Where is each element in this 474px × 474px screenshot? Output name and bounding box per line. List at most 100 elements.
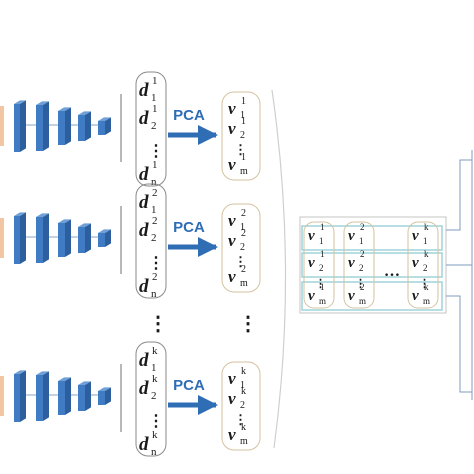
matrix-symbol-v: v — [308, 255, 315, 271]
matrix-superscript: k — [424, 222, 429, 232]
feature-symbol-d: d — [139, 80, 149, 101]
matrix-superscript: k — [424, 249, 429, 259]
pca-label: PCA — [173, 377, 205, 394]
cnn-layer-block-top — [36, 213, 49, 217]
cnn-layer-block-side — [43, 101, 49, 151]
feature-subscript: 2 — [151, 232, 157, 244]
matrix-symbol-v: v — [348, 288, 355, 304]
cnn-layer-block-front — [78, 385, 85, 411]
reduced-symbol-v: v — [228, 425, 236, 444]
concatenated-matrix: v11v12⋮v1mv21v22⋮v2mvk1vk2⋮vkm… — [299, 216, 447, 314]
cnn-layer-block-front — [36, 375, 43, 421]
cnn-layer-block-top — [14, 212, 26, 216]
matrix-horizontal-ellipsis: … — [384, 263, 400, 280]
reduced-subscript: 2 — [240, 242, 245, 253]
reduced-subscript: m — [240, 436, 248, 447]
feature-superscript: 1 — [152, 103, 158, 115]
feature-superscript: 1 — [152, 159, 158, 171]
reduced-vector-bracket — [221, 361, 261, 451]
reduced-subscript: 1 — [240, 380, 245, 391]
cnn-layer-block-top — [36, 371, 49, 375]
matrix-symbol-v: v — [348, 228, 355, 244]
matrix-row-band — [301, 281, 443, 311]
feature-superscript: 2 — [152, 215, 158, 227]
cnn-layer-block — [58, 377, 71, 415]
matrix-superscript: 1 — [320, 282, 325, 292]
cnn-layer-block-side — [65, 377, 71, 415]
cnn-input-image — [0, 218, 4, 258]
cnn-layer-block — [14, 370, 26, 422]
feature-symbol-d: d — [139, 276, 149, 297]
cnn-layer-block-top — [58, 219, 71, 223]
reduced-symbol-v: v — [228, 99, 236, 118]
cnn-layer-block — [98, 117, 111, 135]
cnn-layer-block-side — [20, 100, 26, 152]
feature-subscript: 2 — [151, 120, 157, 132]
cnn-layer-block — [14, 212, 26, 264]
matrix-subscript: 2 — [359, 263, 364, 273]
reduced-symbol-v: v — [228, 211, 236, 230]
feature-vector-bracket — [135, 71, 167, 187]
reduced-subscript: m — [240, 278, 248, 289]
cnn-layer-block-top — [78, 223, 91, 227]
matrix-subscript: m — [423, 296, 430, 306]
cnn-layer-block — [58, 107, 71, 145]
cnn-layer-block-front — [14, 374, 20, 422]
cnn-layer-block-side — [43, 371, 49, 421]
rows-vertical-ellipsis: ⋮ — [148, 313, 168, 335]
reduced-subscript: 1 — [240, 222, 245, 233]
reduced-superscript: k — [241, 366, 246, 377]
cnn-layer-block-front — [78, 115, 85, 141]
cnn-layer-block — [58, 219, 71, 257]
vertical-ellipsis: ⋮ — [148, 143, 164, 160]
cnn-layer-block-front — [98, 233, 105, 247]
matrix-vertical-ellipsis: ⋮ — [419, 278, 430, 290]
matrix-superscript: 2 — [360, 249, 365, 259]
feature-subscript: 1 — [151, 204, 157, 216]
feature-symbol-d: d — [139, 220, 149, 241]
output-connectors — [446, 150, 473, 400]
matrix-row-band — [301, 252, 443, 278]
matrix-subscript: 2 — [423, 263, 428, 273]
cnn-layer-block-side — [85, 381, 91, 411]
reduced-subscript: 1 — [240, 110, 245, 121]
grouping-brace — [271, 89, 287, 449]
reduced-superscript: 2 — [241, 264, 246, 275]
feature-subscript: n — [151, 176, 157, 188]
feature-superscript: 1 — [152, 75, 158, 87]
matrix-superscript: 1 — [320, 222, 325, 232]
cnn-layer-block — [36, 371, 49, 421]
cnn-layer-block-front — [14, 216, 20, 264]
reduced-superscript: 2 — [241, 228, 246, 239]
feature-superscript: k — [152, 373, 158, 385]
matrix-subscript: 2 — [319, 263, 324, 273]
feature-subscript: 2 — [151, 390, 157, 402]
matrix-superscript: 1 — [320, 249, 325, 259]
cnn-input-image — [0, 376, 4, 416]
feature-symbol-d: d — [139, 192, 149, 213]
feature-vector-bracket — [135, 341, 167, 457]
feature-superscript: 2 — [152, 271, 158, 283]
cnn-layer-block — [78, 223, 91, 253]
vertical-ellipsis: ⋮ — [234, 254, 247, 269]
cnn-layer-block-top — [98, 387, 111, 391]
vertical-ellipsis: ⋮ — [234, 412, 247, 427]
reduced-subscript: 2 — [240, 400, 245, 411]
cnn-layer-block-top — [78, 381, 91, 385]
reduced-subscript: 2 — [240, 130, 245, 141]
cnn-layer-block-side — [105, 229, 111, 247]
cnn-layer-block-front — [58, 381, 65, 415]
matrix-symbol-v: v — [348, 255, 355, 271]
reduced-symbol-v: v — [228, 155, 236, 174]
matrix-superscript: 2 — [360, 222, 365, 232]
cnn-layer-block-top — [98, 117, 111, 121]
cnn-layer-block-front — [36, 217, 43, 263]
cnn-layer-block-top — [98, 229, 111, 233]
feature-subscript: n — [151, 288, 157, 300]
reduced-superscript: k — [241, 386, 246, 397]
matrix-column-bracket — [343, 221, 375, 309]
cnn-layer-block-front — [78, 227, 85, 253]
feature-subscript: n — [151, 446, 157, 458]
